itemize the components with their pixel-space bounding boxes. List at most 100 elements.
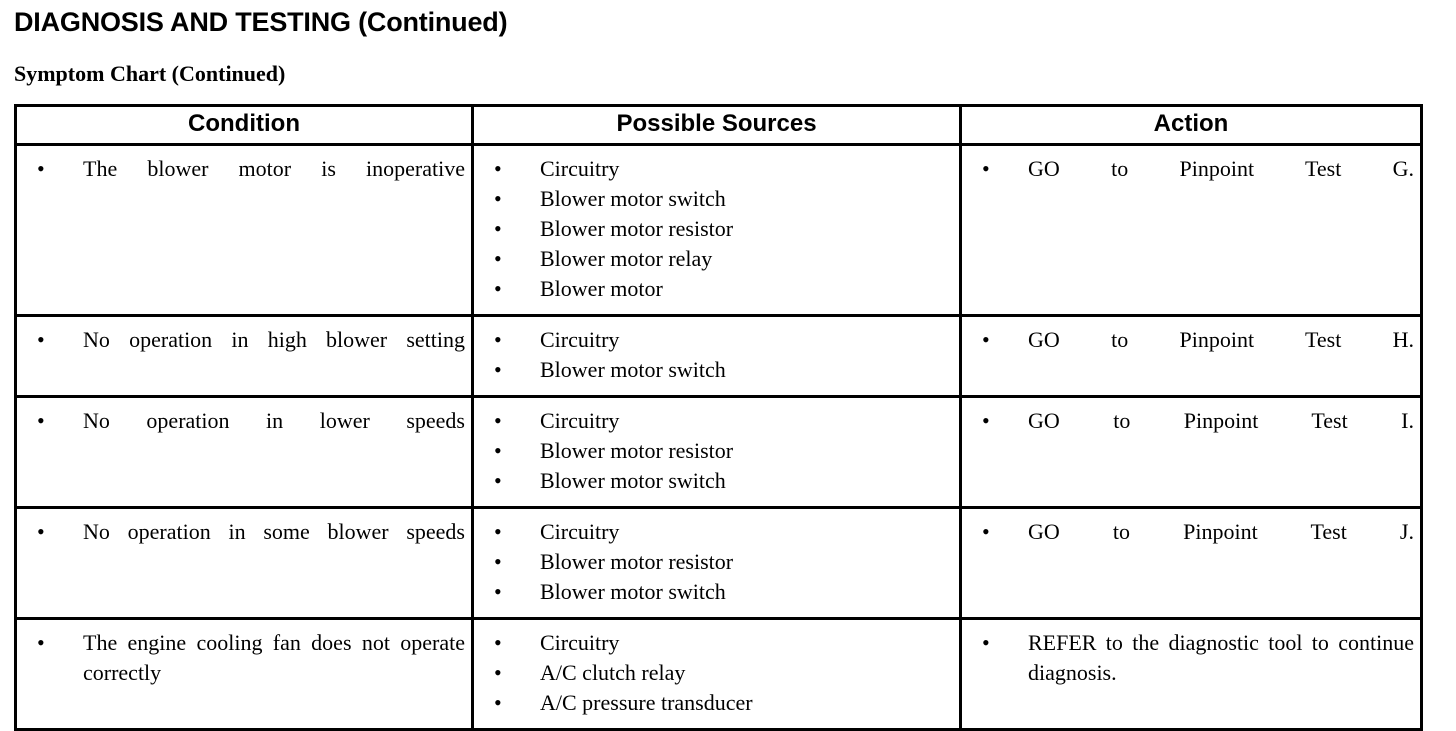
list-item-label: Circuitry [540,630,620,655]
cell-content: •No operation in some blower speeds [17,509,471,604]
list-item-label: Blower motor switch [540,357,726,382]
list-item-label: A/C pressure transducer [540,690,753,715]
symptom-chart-table: Condition Possible Sources Action • The b… [14,104,1423,731]
bullet-list: •No operation in some blower speeds [23,517,465,577]
list-item-label: Circuitry [540,156,620,181]
bullet-list: •Circuitry•Blower motor switch•Blower mo… [480,154,953,304]
list-item-label: The blower motor is inoperative [83,156,465,181]
list-item-label: Blower motor resistor [540,216,734,241]
list-item-label: GO to Pinpoint Test J. [1028,519,1414,544]
cell-content: •GO to Pinpoint Test G. [962,146,1420,304]
cell-content: •Circuitry•Blower motor resistor•Blower … [474,509,959,617]
bullet-icon: • [982,408,990,433]
cell-possible_sources: •Circuitry•A/C clutch relay•A/C pressure… [471,617,962,731]
column-header-action: Action [959,104,1423,146]
bullet-icon: • [494,438,502,463]
list-item: •GO to Pinpoint Test I. [968,406,1414,466]
bullet-list: • GO to Pinpoint Test J. [968,517,1414,577]
bullet-icon: • [982,519,990,544]
bullet-icon: • [494,276,502,301]
cell-possible_sources: •Circuitry•Blower motor resistor•Blower … [471,506,962,620]
bullet-list: • The blower motor is inoperative [23,154,465,214]
bullet-icon: • [494,579,502,604]
bullet-icon: • [982,327,990,352]
table-header-row: Condition Possible Sources Action [14,104,1423,146]
bullet-list: •GO to Pinpoint Test I. [968,406,1414,466]
cell-action: • GO to Pinpoint Test H. [959,314,1423,398]
list-item: •No operation in some blower speeds [23,517,465,577]
section-title: Symptom Chart (Continued) [14,61,286,86]
bullet-icon: • [494,246,502,271]
bullet-icon: • [494,660,502,685]
bullet-list: •No operation in high blower setting [23,325,465,385]
list-item: • GO to Pinpoint Test J. [968,517,1414,577]
list-item-label: GO to Pinpoint Test H. [1028,327,1414,352]
cell-content: •GO to Pinpoint Test I. [962,398,1420,493]
list-item: • Blower motor switch [480,355,953,385]
list-item: • A/C clutch relay [480,658,953,688]
list-item: • Blower motor [480,274,953,304]
bullet-list: •The engine cooling fan does not operate… [23,628,465,718]
cell-possible_sources: •Circuitry• Blower motor switch [471,314,962,398]
list-item: • Circuitry [480,154,953,184]
cell-condition: •The engine cooling fan does not operate… [14,617,474,731]
page-title: DIAGNOSIS AND TESTING (Continued) [14,7,508,37]
cell-content: •Circuitry•Blower motor switch•Blower mo… [474,146,959,314]
cell-condition: •No operation in lower speeds [14,395,474,509]
list-item: •No operation in lower speeds [23,406,465,466]
bullet-icon: • [494,357,502,382]
list-item-label: Blower motor resistor [540,549,734,574]
cell-content: •No operation in high blower setting [17,317,471,395]
bullet-list: •No operation in lower speeds [23,406,465,466]
list-item: •REFER to the diagnostic tool to continu… [968,628,1414,718]
list-item-label: A/C clutch relay [540,660,686,685]
cell-content: •No operation in lower speeds [17,398,471,493]
list-item-label: Blower motor [540,276,663,301]
list-item: •Blower motor resistor [480,547,953,577]
list-item: •Blower motor switch [480,184,953,214]
cell-content: •The engine cooling fan does not operate… [17,620,471,728]
bullet-icon: • [494,216,502,241]
column-header-condition: Condition [14,104,474,146]
cell-action: • GO to Pinpoint Test J. [959,506,1423,620]
bullet-list: •Circuitry•A/C clutch relay•A/C pressure… [480,628,953,718]
cell-condition: •No operation in high blower setting [14,314,474,398]
bullet-icon: • [982,630,990,655]
cell-condition: •No operation in some blower speeds [14,506,474,620]
list-item: • The blower motor is inoperative [23,154,465,214]
bullet-icon: • [37,408,45,433]
cell-possible_sources: •Circuitry•Blower motor resistor•Blower … [471,395,962,509]
list-item: • Blower motor switch [480,577,953,607]
table-row: •No operation in high blower setting•Cir… [14,314,1423,398]
bullet-list: •Circuitry• Blower motor switch [480,325,953,385]
cell-content: •Circuitry•A/C clutch relay•A/C pressure… [474,620,959,728]
list-item: •Circuitry [480,325,953,355]
list-item: •Circuitry [480,517,953,547]
list-item: •No operation in high blower setting [23,325,465,385]
bullet-icon: • [37,630,45,655]
list-item-label: Blower motor switch [540,579,726,604]
table-row: •The engine cooling fan does not operate… [14,617,1423,731]
bullet-icon: • [494,630,502,655]
cell-content: •Circuitry•Blower motor resistor•Blower … [474,398,959,506]
bullet-icon: • [494,468,502,493]
cell-content: • The blower motor is inoperative [17,146,471,304]
table-header: Condition Possible Sources Action [14,104,1423,146]
list-item: • GO to Pinpoint Test H. [968,325,1414,385]
bullet-icon: • [494,408,502,433]
list-item-label: Circuitry [540,327,620,352]
table-body: •The blower motor is inoperative•Circuit… [14,143,1423,731]
list-item-label: Blower motor resistor [540,438,734,463]
list-item: •Blower motor relay [480,244,953,274]
bullet-list: •GO to Pinpoint Test G. [968,154,1414,214]
list-item-label: Circuitry [540,408,620,433]
list-item-label: No operation in high blower setting [83,327,465,352]
bullet-icon: • [494,156,502,181]
table-row: •No operation in lower speeds•Circuitry•… [14,395,1423,509]
bullet-icon: • [37,519,45,544]
cell-content: • GO to Pinpoint Test J. [962,509,1420,604]
bullet-list: •Circuitry•Blower motor resistor•Blower … [480,406,953,496]
list-item-label: Circuitry [540,519,620,544]
bullet-list: •Circuitry•Blower motor resistor•Blower … [480,517,953,607]
bullet-icon: • [37,156,45,181]
